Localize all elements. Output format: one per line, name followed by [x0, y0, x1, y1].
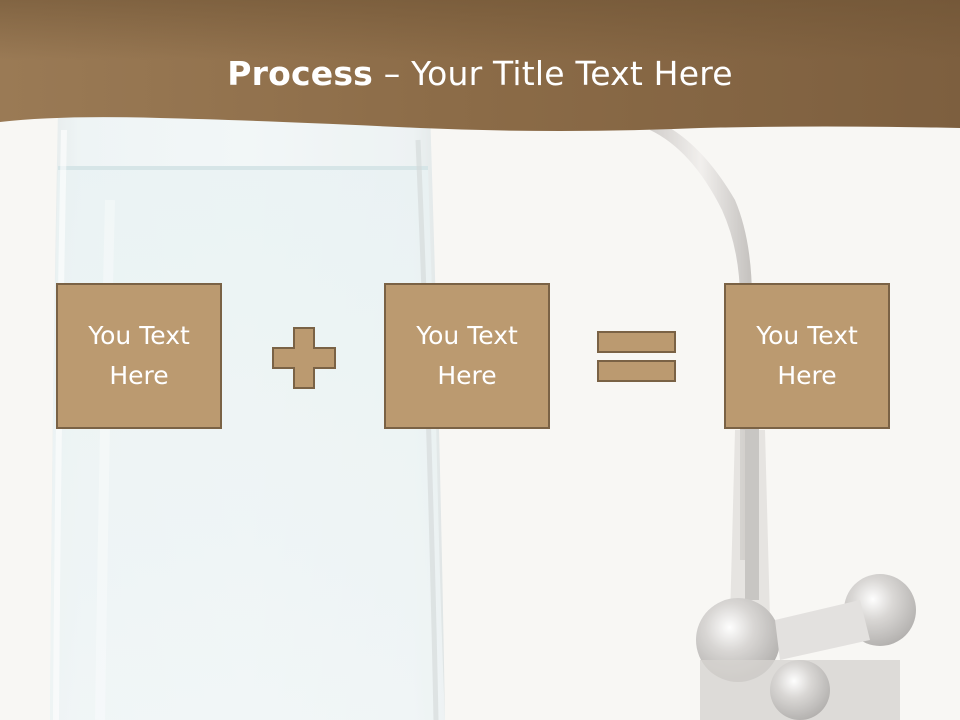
text-box-1[interactable]: You Text Here [56, 283, 222, 429]
text-box-3[interactable]: You Text Here [724, 283, 890, 429]
slide-title: Process – Your Title Text Here [0, 52, 960, 96]
text-box-1-label: You Text Here [88, 321, 190, 390]
plus-icon [272, 327, 336, 389]
faucet-shape [650, 120, 916, 720]
text-box-2-label: You Text Here [416, 321, 518, 390]
text-box-3-label: You Text Here [756, 321, 858, 390]
text-box-2[interactable]: You Text Here [384, 283, 550, 429]
title-bold: Process [227, 54, 374, 93]
title-rest: – Your Title Text Here [373, 54, 733, 93]
equals-icon [597, 331, 676, 382]
